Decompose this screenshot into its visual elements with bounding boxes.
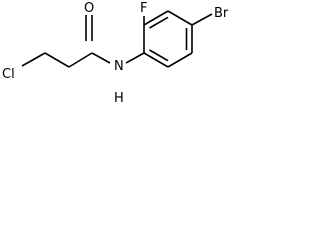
bond-cl-ch2 [21,52,46,67]
ring-inner-double-3 [149,49,169,62]
ring-bond-c6-c1 [143,52,169,68]
ring-inner-double-1 [149,16,169,29]
ring-bond-c5-c6 [167,52,193,68]
atom-nitrogen: N [114,59,124,74]
atom-fluorine: F [140,1,147,16]
bond-carbonyl-nitrogen [91,52,111,64]
bond-ch2-carbonyl [44,52,70,68]
molecule-structure: Cl O N H F Br [2,1,229,106]
ring-bond-c3-c4 [167,10,193,26]
bond-ring-bromine [191,13,213,26]
atom-chlorine: Cl [2,67,15,82]
bond-nitrogen-ring [125,52,145,64]
atom-hydrogen: H [114,91,124,106]
bond-carbonyl-oxygen-1 [68,52,93,68]
atom-oxygen: O [84,1,94,16]
ring-bond-c2-c3 [143,10,169,26]
atom-bromine: Br [214,6,229,21]
